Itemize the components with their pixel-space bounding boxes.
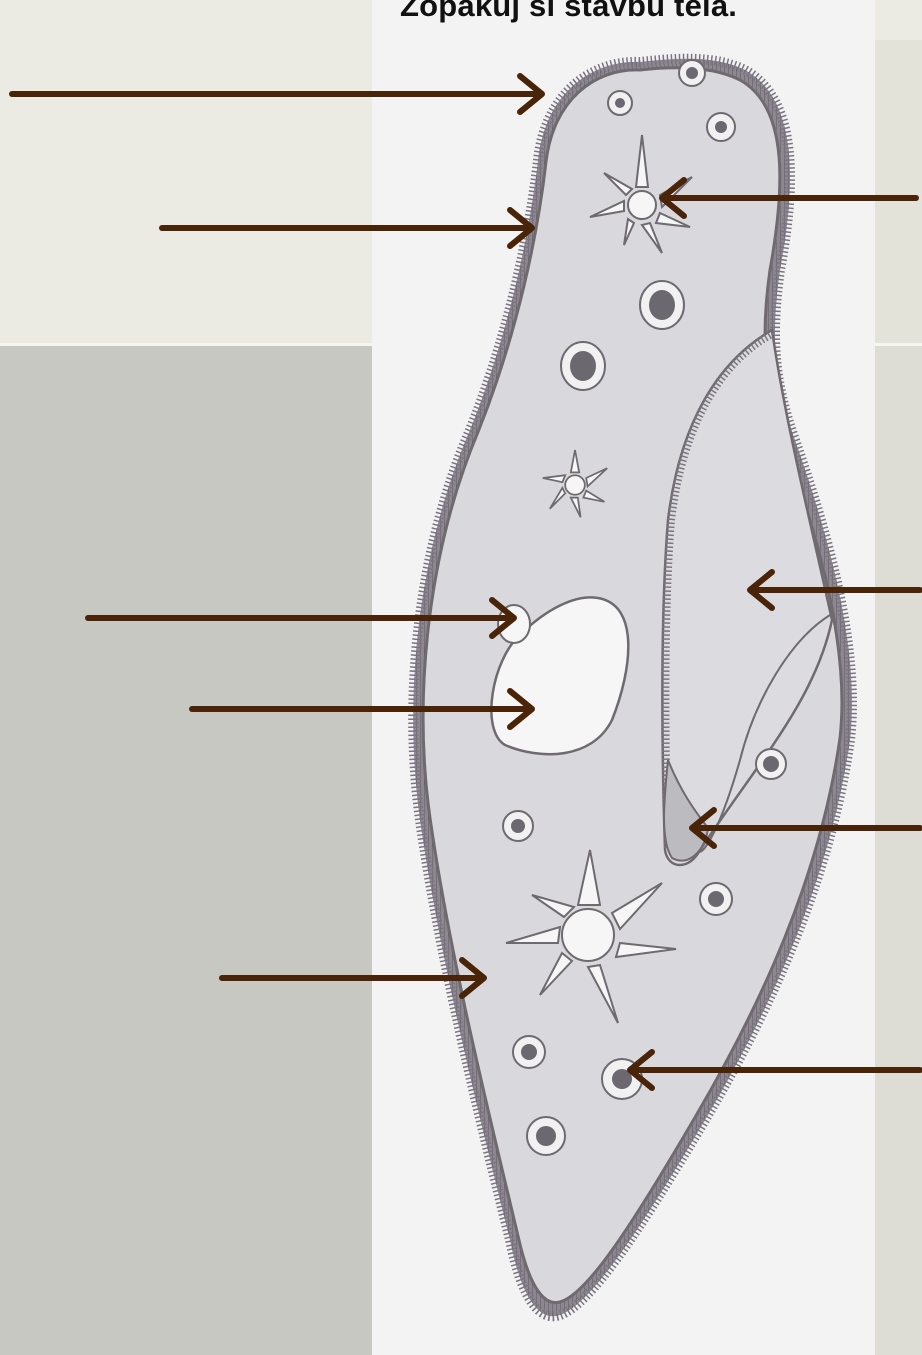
food-vacuole xyxy=(679,60,705,86)
arrow-1 xyxy=(12,76,542,112)
food-vacuole xyxy=(700,883,732,915)
arrow-2 xyxy=(162,210,532,246)
food-vacuole xyxy=(608,91,632,115)
food-vacuole xyxy=(640,281,684,329)
food-vacuole xyxy=(527,1117,565,1155)
food-vacuole xyxy=(513,1036,545,1068)
food-vacuole xyxy=(503,811,533,841)
food-vacuole xyxy=(561,342,605,390)
food-vacuole xyxy=(707,113,735,141)
food-vacuole xyxy=(756,749,786,779)
